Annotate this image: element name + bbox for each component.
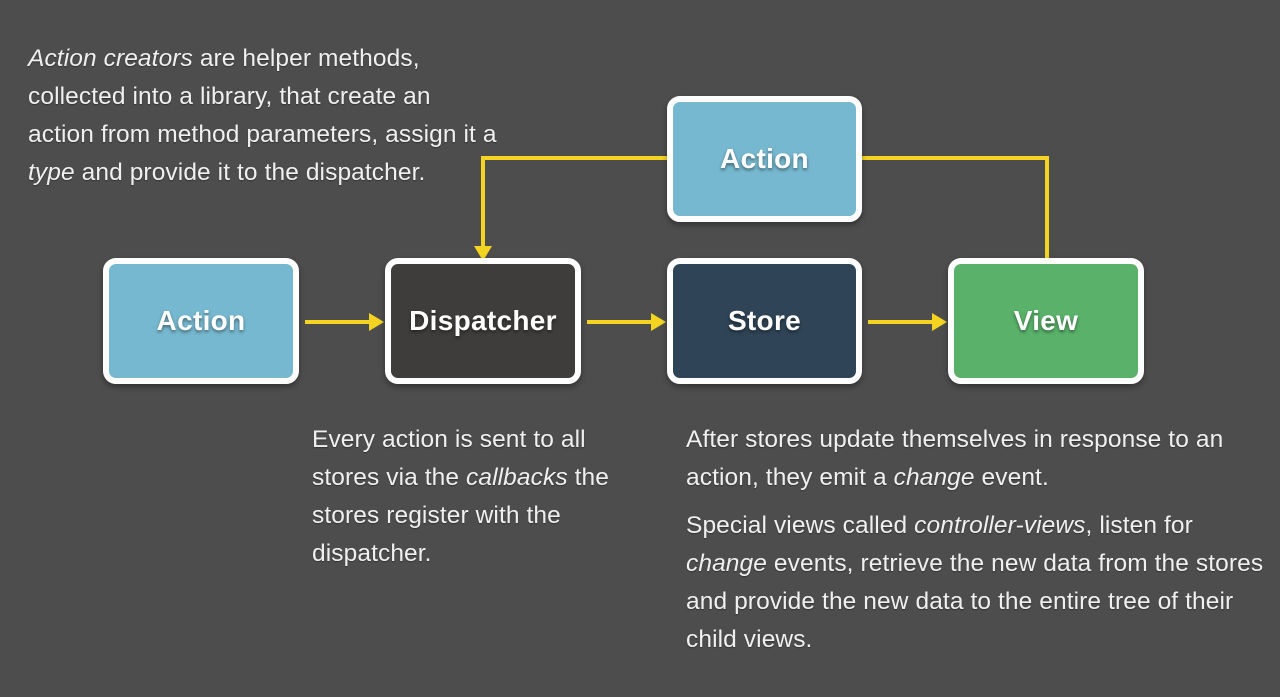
arrowhead-action-dispatcher [369,313,384,331]
node-action-top[interactable]: Action [667,96,862,222]
node-store[interactable]: Store [667,258,862,384]
node-view[interactable]: View [948,258,1144,384]
connector-store-view [868,320,934,324]
connector-view-to-action-horizontal [862,156,1049,160]
node-action-left-label: Action [156,305,246,336]
node-store-label: Store [727,305,802,336]
annotation-dispatcher-note: Every action is sent to all stores via t… [312,426,616,567]
annotation-store-note: After stores update themselves in respon… [686,426,1231,491]
connector-view-to-action-vertical [1045,156,1049,262]
node-dispatcher-label: Dispatcher [409,305,557,336]
connector-action-dispatcher [305,320,371,324]
node-action-left[interactable]: Action [103,258,299,384]
arrowhead-dispatcher-store [651,313,666,331]
arrowhead-action-to-dispatcher [474,246,492,261]
arrowhead-store-view [932,313,947,331]
annotation-action-creators: Action creators are helper methods, coll… [28,45,504,186]
connector-action-to-dispatcher-horizontal [481,156,667,160]
connector-dispatcher-store [587,320,653,324]
connector-action-to-dispatcher-vertical [481,156,485,252]
annotation-view-note: Special views called controller-views, l… [686,512,1271,653]
node-dispatcher[interactable]: Dispatcher [385,258,581,384]
node-view-label: View [1013,305,1079,336]
node-action-top-label: Action [720,143,809,174]
